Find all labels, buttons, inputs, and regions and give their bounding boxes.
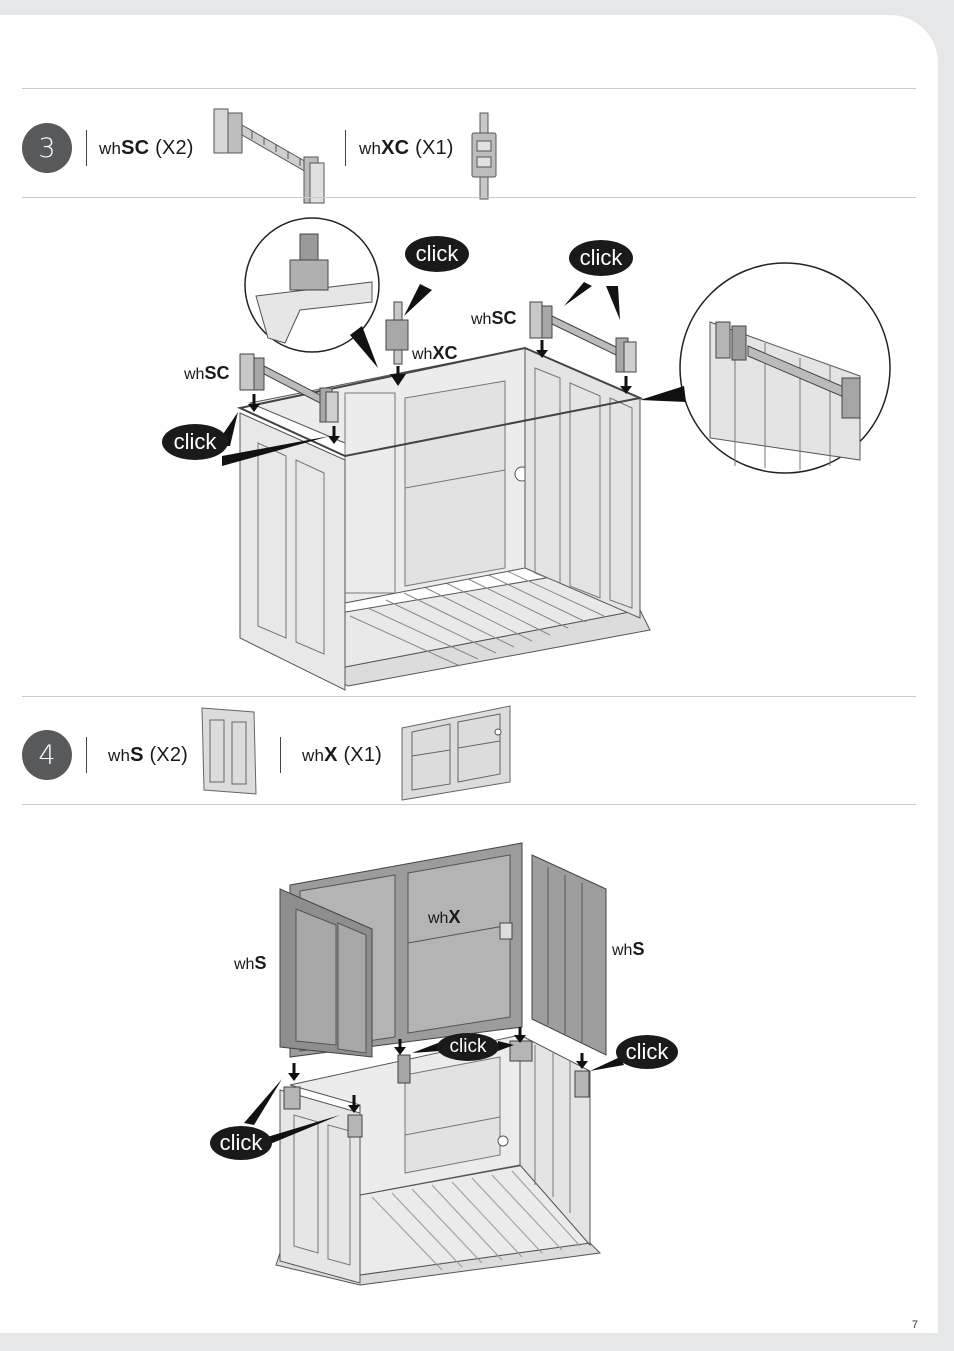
divider xyxy=(22,804,916,805)
back-panel-thumbnail xyxy=(401,705,511,801)
divider xyxy=(22,88,916,89)
sc-connector-thumbnail xyxy=(213,108,325,204)
step-3-header: 3 whSC (X2) whXC (X1) xyxy=(0,89,938,204)
side-panel-thumbnail xyxy=(201,707,257,795)
divider xyxy=(22,197,916,198)
manual-page: 3 whSC (X2) whXC (X1) xyxy=(0,15,938,1333)
step-number: 4 xyxy=(22,730,72,780)
xc-connector-thumbnail xyxy=(471,112,497,200)
separator xyxy=(86,737,87,773)
step-4-header: 4 whS (X2) whX (X1) xyxy=(0,697,938,803)
click-callout: click xyxy=(616,1035,678,1069)
base-assembly-illustration xyxy=(215,217,891,691)
page-number: 7 xyxy=(911,1319,918,1331)
click-callout: click xyxy=(162,424,228,460)
label-whsc-right: whSC xyxy=(471,308,517,328)
click-callout: click xyxy=(569,240,633,276)
label-whxc: whXC xyxy=(412,343,458,363)
step-4-diagram: whS whX whS click click click xyxy=(0,805,938,1295)
divider xyxy=(22,696,916,697)
step-number: 3 xyxy=(22,123,72,173)
part-label-whs: whS (X2) xyxy=(108,744,189,766)
label-whx: whX xyxy=(428,907,461,927)
separator xyxy=(280,737,281,773)
label-whs-left: whS xyxy=(234,953,267,973)
click-callout: click xyxy=(437,1033,499,1061)
step-3-diagram: whSC whSC whXC click click click xyxy=(0,198,938,695)
click-callout: click xyxy=(405,236,469,272)
wall-assembly-illustration xyxy=(244,842,624,1286)
label-whs-right: whS xyxy=(612,939,645,959)
separator xyxy=(345,130,346,166)
click-callout: click xyxy=(210,1126,272,1160)
part-label-whsc: whSC (X2) xyxy=(99,137,194,159)
label-whsc-left: whSC xyxy=(184,363,230,383)
part-label-whx: whX (X1) xyxy=(302,744,383,766)
separator xyxy=(86,130,87,166)
part-label-whxc: whXC (X1) xyxy=(359,137,454,159)
